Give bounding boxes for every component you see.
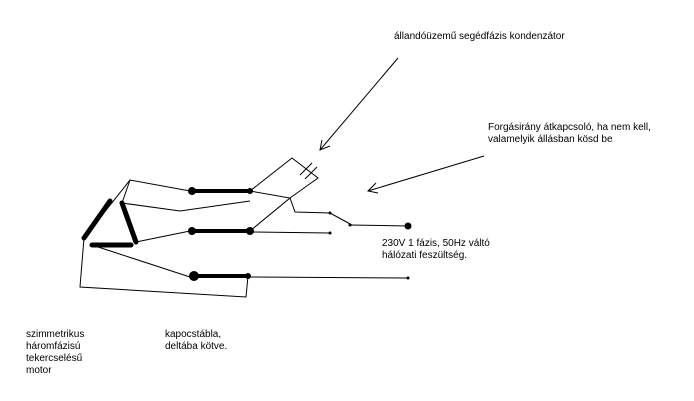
supply-label: 230V 1 fázis, 50Hz váltó hálózati feszül… bbox=[382, 238, 490, 262]
motor-label-line: tekercselésű bbox=[26, 353, 83, 364]
switch-label-line: Forgásirány átkapcsoló, ha nem kell, bbox=[488, 122, 651, 133]
capacitor-label-text: állandóüzemű segédfázis kondenzátor bbox=[394, 31, 565, 42]
switch-pivot-dot bbox=[348, 223, 352, 227]
motor-label-line: szimmetrikus bbox=[26, 329, 85, 340]
terminal-dot bbox=[189, 271, 199, 281]
capacitor-label: állandóüzemű segédfázis kondenzátor bbox=[394, 31, 565, 43]
motor-windings bbox=[84, 201, 136, 245]
terminal-block-label: kapocstábla, deltába kötve. bbox=[165, 329, 227, 353]
terminal-dot bbox=[188, 227, 196, 235]
switch-contact-dot bbox=[328, 231, 332, 235]
supply-terminal-dot bbox=[406, 276, 410, 280]
motor-label-line: motor bbox=[26, 365, 52, 376]
supply-label-line: 230V 1 fázis, 50Hz váltó bbox=[382, 238, 490, 249]
terminal-label-line: kapocstábla, bbox=[165, 329, 222, 340]
terminal-label-line: deltába kötve. bbox=[165, 341, 228, 352]
supply-terminal-dot bbox=[404, 222, 412, 230]
switch-label: Forgásirány átkapcsoló, ha nem kell, val… bbox=[488, 122, 651, 146]
terminal-dot bbox=[188, 187, 196, 195]
terminal-dot bbox=[245, 273, 251, 279]
motor-label: szimmetrikus háromfázisú tekercselésű mo… bbox=[26, 329, 84, 377]
motor-winding-right bbox=[122, 203, 136, 242]
motor-label-line: háromfázisú bbox=[26, 341, 81, 352]
terminal-dot bbox=[247, 188, 253, 194]
wiring bbox=[80, 58, 484, 297]
switch-contact-dot bbox=[328, 211, 332, 215]
terminal-block bbox=[192, 191, 250, 276]
supply-label-line: hálózati feszültség. bbox=[382, 250, 468, 261]
switch-arrow-head bbox=[368, 183, 378, 193]
terminal-dots bbox=[188, 187, 412, 281]
arrow-heads bbox=[320, 140, 378, 193]
capacitor-arrow-head bbox=[320, 140, 330, 150]
switch-label-line: valamelyik állásban kösd be bbox=[488, 134, 613, 145]
terminal-dot bbox=[246, 227, 254, 235]
